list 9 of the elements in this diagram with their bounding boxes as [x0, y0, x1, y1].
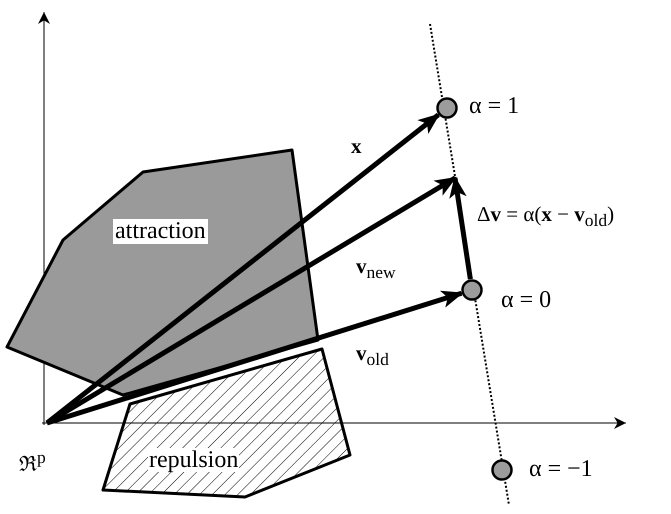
point-marker [491, 459, 513, 481]
hatched-region [103, 349, 350, 497]
vector-arrow [449, 176, 473, 280]
region-label: repulsion [148, 448, 240, 472]
shaded-region [7, 150, 318, 395]
point-marker [436, 97, 458, 119]
point-marker [461, 279, 483, 301]
region-label: attraction [113, 219, 208, 244]
vector-arrow [46, 290, 464, 426]
